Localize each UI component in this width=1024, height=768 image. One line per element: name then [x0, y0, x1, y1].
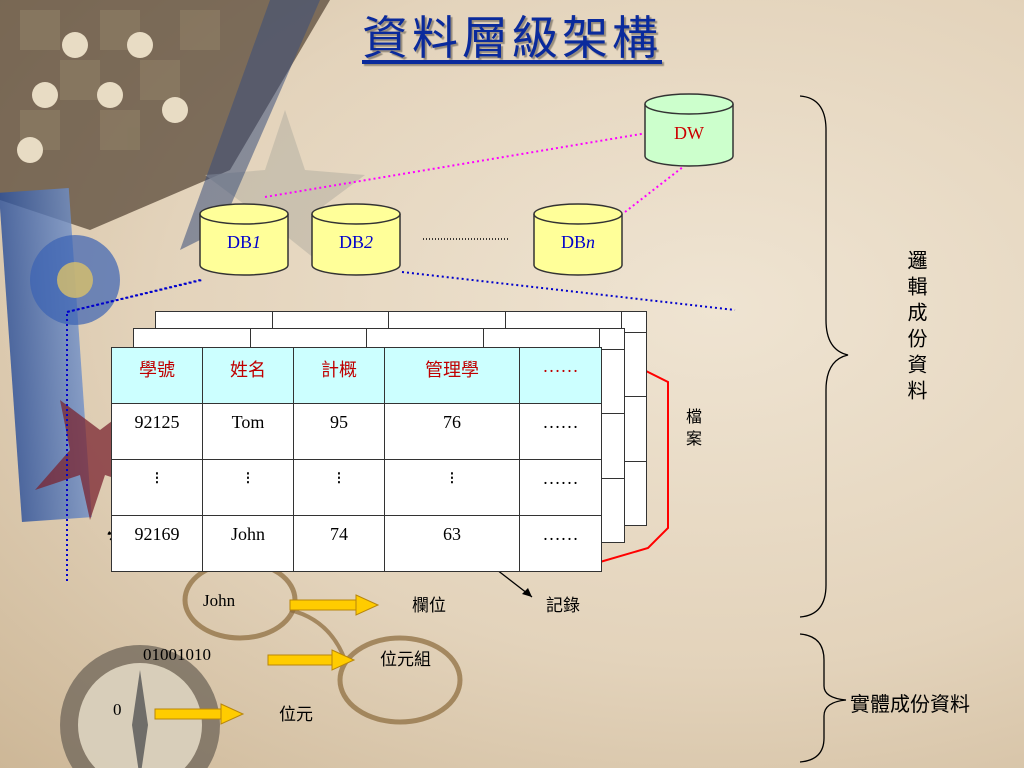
- table-cell: 95: [293, 403, 385, 460]
- table-cell: 92169: [111, 515, 203, 572]
- header-cell: 姓名: [202, 347, 294, 404]
- bit-arrow: [154, 703, 245, 725]
- table-cell: 74: [293, 515, 385, 572]
- header-cell: 學號: [111, 347, 203, 404]
- field-arrow: [289, 594, 380, 616]
- table-row: ⁝ ⁝ ⁝ ⁝ ……: [111, 459, 602, 516]
- field-label: 欄位: [412, 596, 446, 616]
- byte-label: 位元組: [380, 650, 431, 670]
- logical-brace: [799, 95, 849, 618]
- table-row: 92169 John 74 63 ……: [111, 515, 602, 572]
- star-medal-decoration: [205, 110, 365, 275]
- dbn-label: DBn: [561, 232, 595, 252]
- header-cell: 管理學: [384, 347, 520, 404]
- dw-cylinder: [644, 93, 734, 167]
- table-cell: ……: [519, 515, 602, 572]
- header-cell: ……: [519, 347, 602, 404]
- header-cell: 計概: [293, 347, 385, 404]
- db1-dw-link: [264, 132, 648, 198]
- table-cell: 76: [384, 403, 520, 460]
- table-cell: 63: [384, 515, 520, 572]
- db1-label: DB1: [227, 232, 261, 252]
- byte-arrow: [267, 649, 356, 671]
- db2-label: DB2: [339, 232, 373, 252]
- byte-example-label: 01001010: [143, 645, 211, 664]
- table-header-row: 學號 姓名 計概 管理學 ……: [111, 347, 602, 404]
- table-cell: ⁝: [202, 459, 294, 516]
- table-cell: ……: [519, 459, 602, 516]
- bit-example-label: 0: [113, 700, 122, 719]
- db2-cylinder: [311, 203, 401, 276]
- dw-label: DW: [674, 123, 704, 143]
- table-cell: ⁝: [384, 459, 520, 516]
- physical-brace: [799, 633, 847, 763]
- table-cell: ⁝: [293, 459, 385, 516]
- page-title: 資料層級架構: [362, 11, 662, 65]
- table-cell: John: [202, 515, 294, 572]
- physical-data-label: 實體成份資料: [850, 692, 970, 716]
- db1-cylinder: [199, 203, 289, 276]
- file-label: 檔案: [683, 408, 702, 452]
- table-cell: 92125: [111, 403, 203, 460]
- logical-data-label: 邏輯成份資料: [904, 250, 928, 406]
- db-expansion-frame: [66, 279, 203, 581]
- table-cell: Tom: [202, 403, 294, 460]
- table-row: 92125 Tom 95 76 ……: [111, 403, 602, 460]
- table-cell: ……: [519, 403, 602, 460]
- field-example-label: John: [203, 591, 236, 610]
- bit-label: 位元: [279, 705, 313, 725]
- dbn-cylinder: [533, 203, 623, 276]
- student-table: 學號 姓名 計概 管理學 …… 92125 Tom 95 76 …… ⁝ ⁝ ⁝…: [111, 347, 602, 572]
- table-cell: ⁝: [111, 459, 203, 516]
- record-label: 記錄: [546, 596, 580, 616]
